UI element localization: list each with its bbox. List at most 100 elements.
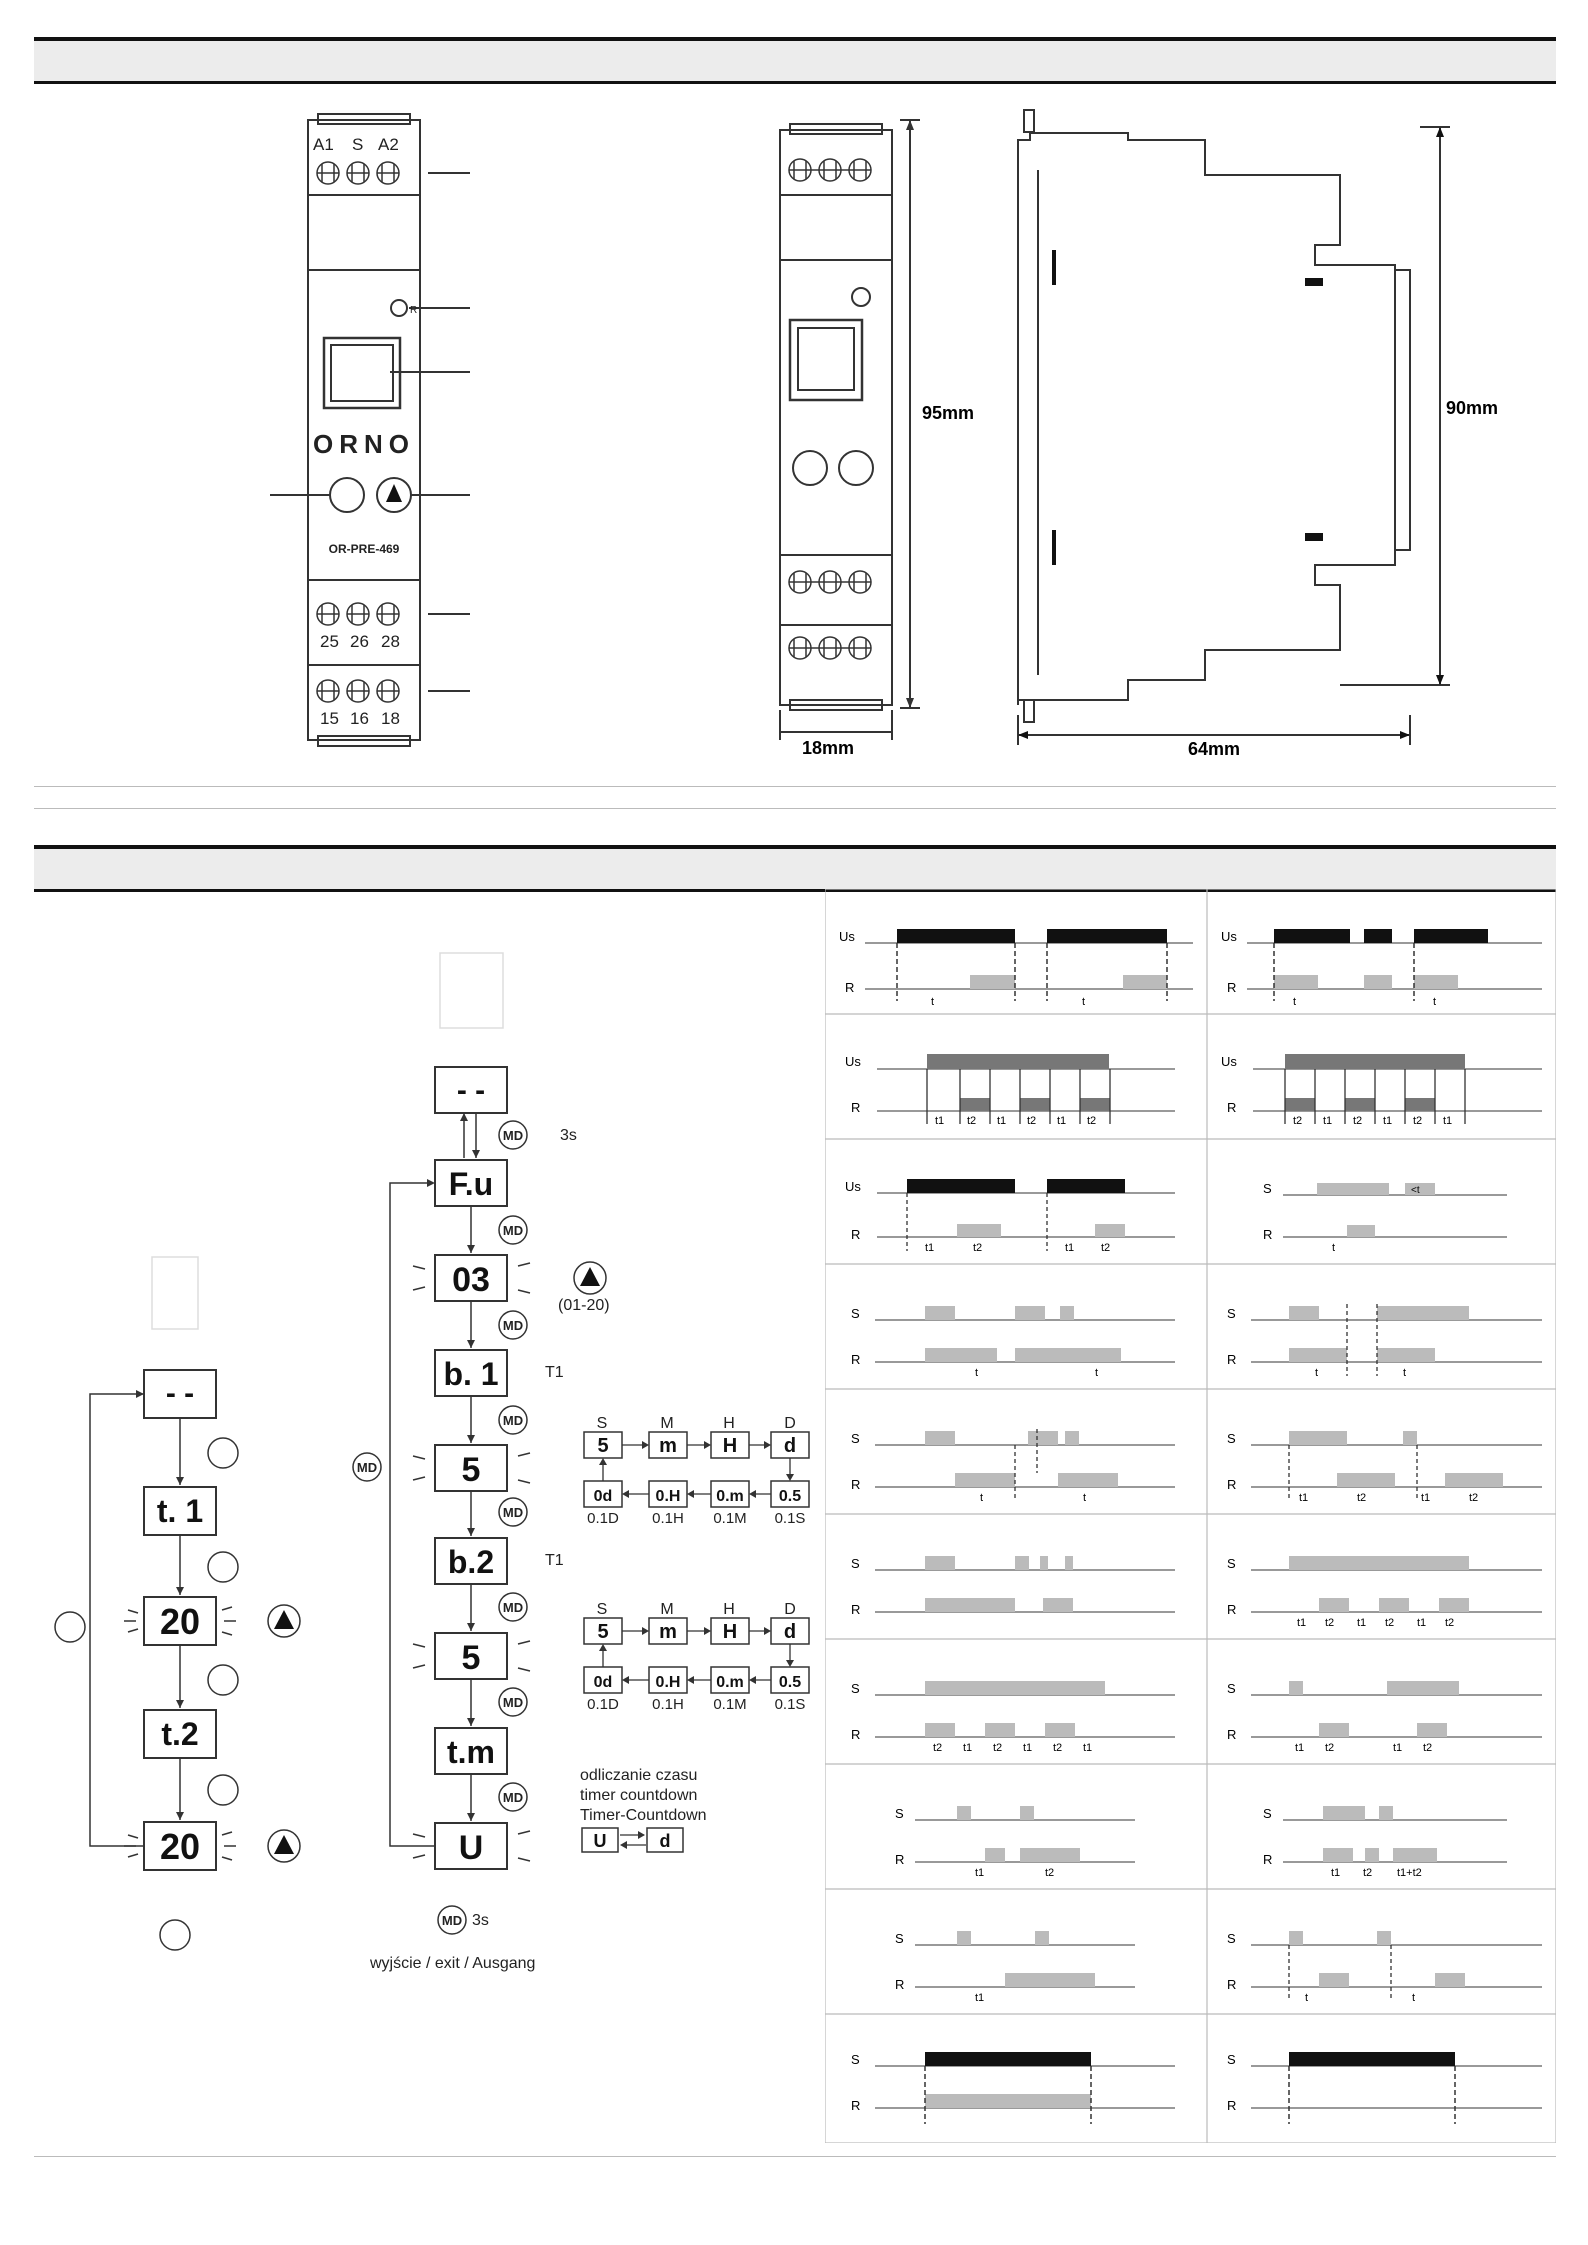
signal-label: S	[851, 1431, 860, 1446]
signal-label: R	[1227, 1100, 1236, 1115]
timing-diagram-f17: S R t1	[895, 1931, 1135, 2004]
time-label: t	[1095, 1367, 1098, 1379]
hold-time-label: 3s	[560, 1127, 577, 1144]
unit-screen: m	[659, 1621, 677, 1643]
time-label: t1	[963, 1742, 972, 1754]
unit-value-label: 0.1H	[652, 1510, 684, 1527]
display-screen: U	[459, 1829, 484, 1867]
time-label: t2	[1087, 1115, 1096, 1127]
unit-label: S	[597, 1415, 608, 1432]
time-label: t	[1305, 1992, 1308, 2004]
timing-diagram-f07: S R t t	[851, 1306, 1175, 1379]
time-label: t2	[1325, 1617, 1334, 1629]
unit-label: H	[723, 1601, 735, 1618]
divider	[34, 808, 1556, 809]
time-label: t1	[1443, 1115, 1452, 1127]
display-screen: t. 1	[157, 1493, 203, 1529]
display-screen: 03	[452, 1261, 490, 1299]
unit-screen: 5	[597, 1621, 608, 1643]
time-label: t1	[1393, 1742, 1402, 1754]
md-button-label: MD	[503, 1695, 523, 1710]
signal-label: S	[895, 1931, 904, 1946]
terminal-label: 18	[381, 709, 400, 728]
time-label: t	[1412, 1992, 1415, 2004]
section-header-band-1	[34, 37, 1556, 84]
time-label: t	[1293, 996, 1296, 1008]
time-label: t1	[1323, 1115, 1332, 1127]
display-screen: - -	[457, 1074, 485, 1107]
time-label: t2	[1045, 1867, 1054, 1879]
time-label: t2	[1445, 1617, 1454, 1629]
unit-selector-2: S M H D 5 m H d 0d 0.H 0.m 0.5 0.1D 0.1H…	[583, 1601, 810, 1713]
exit-hold-label: 3s	[472, 1912, 489, 1929]
unit-screen: d	[784, 1435, 796, 1457]
time-label: t1	[1065, 1242, 1074, 1254]
timing-diagram-f01: Us R t t	[839, 929, 1193, 1008]
terminal-label: 15	[320, 709, 339, 728]
md-button-label: MD	[503, 1318, 523, 1333]
time-label: t1	[1295, 1742, 1304, 1754]
unit-value-label: 0.1H	[652, 1696, 684, 1713]
md-button-label: MD	[503, 1223, 523, 1238]
display-screen: 20	[160, 1601, 200, 1642]
countdown-text: odliczanie czasu	[580, 1767, 697, 1784]
timing-diagram-f06: S R <t t	[1263, 1181, 1507, 1254]
unit-label: M	[660, 1601, 673, 1618]
divider	[34, 2156, 1556, 2157]
display-screen: 20	[160, 1826, 200, 1867]
display-screen: b.2	[448, 1544, 494, 1580]
signal-label: R	[851, 1477, 860, 1492]
time-label: t2	[1423, 1742, 1432, 1754]
signal-label: Us	[845, 1054, 861, 1069]
signal-label: R	[845, 980, 854, 995]
time-label: t1	[1383, 1115, 1392, 1127]
time-label: t2	[993, 1742, 1002, 1754]
t1-label: T1	[545, 1364, 564, 1381]
time-label: t	[931, 996, 934, 1008]
time-label: t2	[973, 1242, 982, 1254]
signal-label: R	[1263, 1852, 1272, 1867]
md-button-label: MD	[503, 1600, 523, 1615]
signal-label: Us	[839, 929, 855, 944]
timing-diagram-f20: S R	[1227, 2052, 1542, 2124]
signal-label: R	[851, 1602, 860, 1617]
time-label: t	[1082, 996, 1085, 1008]
display-screen: 5	[462, 1639, 481, 1677]
range-label: (01-20)	[558, 1297, 610, 1314]
timing-diagram-f19: S R	[851, 2052, 1175, 2124]
led-label: R	[410, 305, 417, 316]
signal-label: S	[851, 1306, 860, 1321]
time-label: t2	[933, 1742, 942, 1754]
menu-flow-basic: - - t. 1 20 t.2 20	[54, 1256, 301, 1951]
signal-label: R	[895, 1852, 904, 1867]
placeholder-image	[151, 1256, 199, 1330]
time-label: t1	[975, 1992, 984, 2004]
terminal-label: 26	[350, 632, 369, 651]
divider	[34, 786, 1556, 787]
signal-label: S	[851, 2052, 860, 2067]
md-button-label: MD	[503, 1413, 523, 1428]
time-label: t1	[1417, 1617, 1426, 1629]
timing-diagram-f15: S R t1 t2	[895, 1806, 1135, 1879]
menu-flow-advanced: - - F.u 03 b. 1 5 b.2 5 t.m U	[352, 952, 810, 1972]
signal-label: R	[1263, 1227, 1272, 1242]
unit-value-label: 0.1S	[775, 1510, 806, 1527]
signal-label: S	[1227, 1431, 1236, 1446]
unit-screen: m	[659, 1435, 677, 1457]
display-screen: t.m	[447, 1734, 495, 1770]
md-button-label: MD	[503, 1790, 523, 1805]
time-label: t2	[1469, 1492, 1478, 1504]
up-button-icon	[267, 1604, 301, 1863]
unit-value-label: 0.1M	[713, 1696, 746, 1713]
device-dimension-front: 95mm 18mm	[779, 119, 974, 758]
time-label: t2	[967, 1115, 976, 1127]
signal-label: S	[851, 1556, 860, 1571]
time-label: t1	[1297, 1617, 1306, 1629]
terminal-label: A1	[313, 135, 334, 154]
unit-label: S	[597, 1601, 608, 1618]
time-label: t	[1403, 1367, 1406, 1379]
signal-label: R	[1227, 1977, 1236, 1992]
